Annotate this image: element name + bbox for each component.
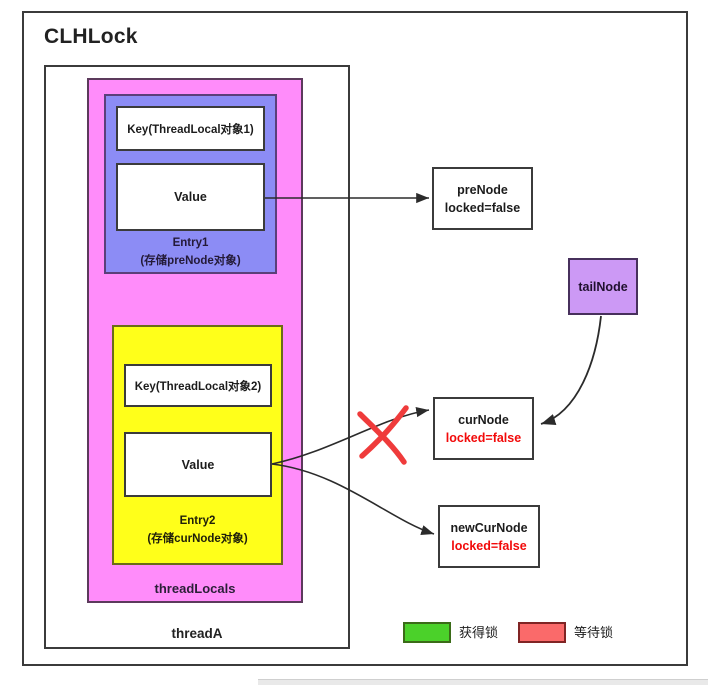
threadlocals-label: threadLocals	[154, 581, 236, 596]
pre-node-name: preNode	[457, 182, 508, 197]
entry1-name: Entry1	[172, 237, 209, 249]
legend-swatch-waiting	[518, 622, 566, 643]
entry2-subcaption: (存储curNode对象)	[147, 533, 248, 545]
cur-node-name: curNode	[458, 412, 509, 427]
legend-label-waiting: 等待锁	[574, 625, 614, 640]
entry1-caption: Entry1 (存储preNode对象)	[104, 233, 277, 271]
tail-node-box: tailNode	[568, 258, 638, 315]
entry2-caption: Entry2 (存储curNode对象)	[112, 508, 283, 552]
entry2-value-cell: Value	[124, 432, 272, 497]
entry1-value-cell: Value	[116, 163, 265, 231]
entry1-subcaption: (存储preNode对象)	[140, 255, 241, 267]
page-title: CLHLock	[44, 25, 138, 48]
entry2-name: Entry2	[179, 515, 216, 527]
entry1-key-cell: Key(ThreadLocal对象1)	[116, 106, 265, 151]
entry2-key-cell: Key(ThreadLocal对象2)	[124, 364, 272, 407]
thread-label: threadA	[171, 626, 223, 641]
legend-label-acquired: 获得锁	[459, 625, 499, 640]
cur-node-box: curNode locked=false	[433, 397, 534, 460]
pre-node-box: preNode locked=false	[432, 167, 533, 230]
cur-node-locked: locked=false	[445, 430, 522, 445]
new-cur-node-locked: locked=false	[451, 538, 527, 553]
new-cur-node-box: newCurNode locked=false	[438, 505, 540, 568]
bottom-scroll-bar	[258, 679, 708, 685]
new-cur-node-name: newCurNode	[450, 520, 528, 535]
legend-swatch-acquired	[403, 622, 451, 643]
pre-node-locked: locked=false	[444, 200, 521, 215]
